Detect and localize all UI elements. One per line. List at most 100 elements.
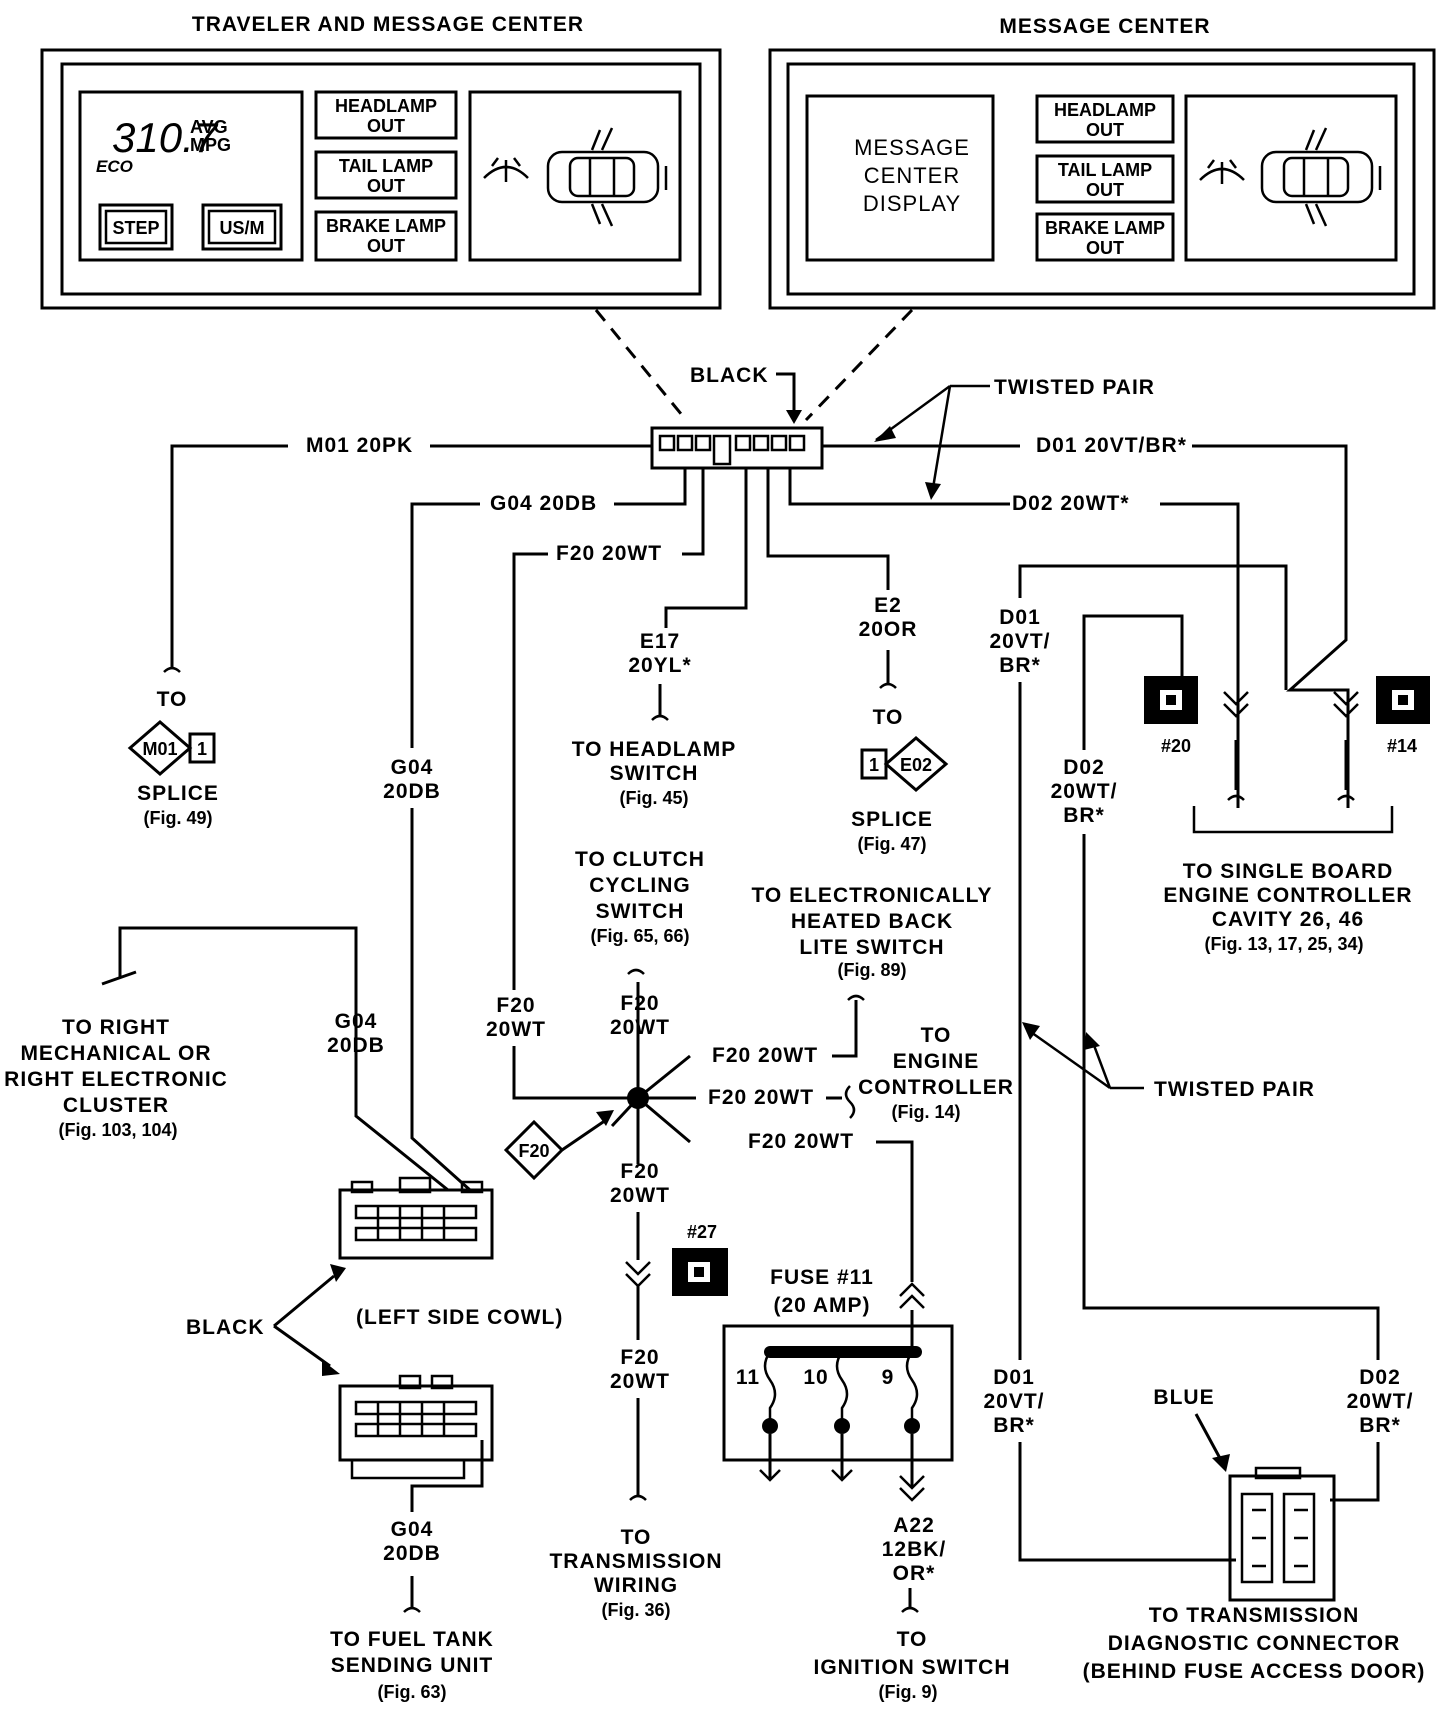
to-heated-back-lite-switch: TO ELECTRONICALLY [751,884,992,907]
svg-text:STEP: STEP [112,218,159,238]
svg-text:(Fig. 63): (Fig. 63) [377,1682,446,1702]
to-transmission-wiring: TO [621,1526,652,1549]
eco-label: ECO [96,157,133,176]
svg-text:(BEHIND FUSE ACCESS DOOR): (BEHIND FUSE ACCESS DOOR) [1083,1660,1426,1683]
svg-text:TRANSMISSION: TRANSMISSION [549,1550,722,1573]
connector-color-label: BLACK [690,364,769,387]
twisted-pair-label-lower: TWISTED PAIR [1154,1078,1315,1101]
svg-text:D02: D02 [1359,1366,1401,1389]
brakelamp-out-label-2: BRAKE LAMP [1045,218,1165,238]
headlamp-out-label-2: HEADLAMP [1054,100,1156,120]
svg-text:SWITCH: SWITCH [610,762,699,785]
svg-text:OUT: OUT [1086,238,1124,258]
svg-text:(Fig. 13, 17, 25, 34): (Fig. 13, 17, 25, 34) [1204,934,1363,954]
wire-a22-label: A22 [893,1514,935,1537]
svg-text:20WT: 20WT [610,1016,670,1039]
svg-text:E02: E02 [900,755,932,775]
svg-text:OUT: OUT [367,176,405,196]
wire-f20-label: F20 20WT [556,542,662,565]
svg-text:20DB: 20DB [383,1542,441,1565]
leader-left [594,309,688,421]
svg-text:D02: D02 [1063,756,1105,779]
message-center-panel: MESSAGE CENTER DISPLAY HEADLAMP OUT TAIL… [768,48,1436,310]
svg-text:F20: F20 [620,1346,659,1369]
svg-text:(Fig. 36): (Fig. 36) [601,1600,670,1620]
svg-text:TO: TO [873,706,904,729]
transmission-diagnostic-connector [1228,1466,1336,1602]
cavity-27-label: #27 [687,1222,717,1242]
fuse-pin-10: 10 [803,1366,828,1389]
svg-text:20DB: 20DB [383,780,441,803]
to-right-cluster: TO RIGHT [62,1016,170,1039]
svg-text:20WT/: 20WT/ [1051,780,1118,803]
to-transmission-diagnostic-connector: TO TRANSMISSION [1149,1604,1360,1627]
svg-text:RIGHT ELECTRONIC: RIGHT ELECTRONIC [4,1068,228,1091]
svg-text:G04: G04 [335,1010,378,1033]
fuse-block [722,1324,954,1462]
to-fuel-tank-sending-unit: TO FUEL TANK [330,1628,494,1651]
svg-text:BR*: BR* [1063,804,1105,827]
svg-text:D01: D01 [999,606,1041,629]
svg-text:20OR: 20OR [859,618,918,641]
svg-text:CONTROLLER: CONTROLLER [858,1076,1014,1099]
svg-text:TO: TO [157,688,188,711]
svg-text:OR*: OR* [893,1562,936,1585]
svg-text:20YL*: 20YL* [628,654,691,677]
svg-text:(Fig. 65, 66): (Fig. 65, 66) [590,926,689,946]
taillamp-out-label: TAIL LAMP [339,156,433,176]
svg-text:F20: F20 [620,1160,659,1183]
splice-label-2: SPLICE [851,808,933,831]
svg-text:20WT/: 20WT/ [1347,1390,1414,1413]
trip-display-value: 310.7 [112,114,219,161]
cluster-connector [650,426,824,470]
brakelamp-out-label: BRAKE LAMP [326,216,446,236]
svg-text:(20 AMP): (20 AMP) [773,1294,870,1317]
svg-text:MECHANICAL OR: MECHANICAL OR [20,1042,211,1065]
svg-text:DIAGNOSTIC CONNECTOR: DIAGNOSTIC CONNECTOR [1108,1632,1401,1655]
headlamp-out-label: HEADLAMP [335,96,437,116]
washer-icon [483,157,529,182]
us-m-button[interactable]: US/M [201,203,283,251]
svg-text:(Fig. 103, 104): (Fig. 103, 104) [58,1120,177,1140]
svg-text:20WT: 20WT [610,1184,670,1207]
twisted-pair-label-top: TWISTED PAIR [994,376,1155,399]
washer-icon-2 [1199,159,1245,184]
black-label: BLACK [186,1316,265,1339]
cavity-20-icon [1144,676,1198,724]
svg-text:20DB: 20DB [327,1034,385,1057]
leader-right [804,308,914,422]
svg-text:F20: F20 [620,992,659,1015]
svg-text:20VT/: 20VT/ [983,1390,1044,1413]
wire-d01-label: D01 20VT/BR* [1036,434,1187,457]
svg-text:M01: M01 [142,739,177,759]
cowl-connector-lower [338,1374,494,1480]
to-clutch-cycling-switch: TO CLUTCH [575,848,705,871]
svg-text:F20: F20 [496,994,535,1017]
sbec-label: TO SINGLE BOARD [1183,860,1394,883]
message-display-label: MESSAGE [854,135,970,160]
svg-text:BR*: BR* [999,654,1041,677]
car-top-view-icon-2 [1260,127,1382,227]
mpg-label: MPG [190,135,231,155]
svg-text:(Fig. 45): (Fig. 45) [619,788,688,808]
wire-g04-label: G04 20DB [490,492,597,515]
avg-label: AVG [190,117,228,137]
wire-e2-label: E2 [874,594,902,617]
wire-d02-label: D02 20WT* [1012,492,1130,515]
svg-text:CAVITY 26, 46: CAVITY 26, 46 [1212,908,1364,931]
left-side-cowl-label: (LEFT SIDE COWL) [356,1306,563,1329]
splice-label-1: SPLICE [137,782,219,805]
to-ignition-switch: TO [897,1628,928,1651]
traveler-message-center-panel: 310.7 AVG MPG ECO STEP US/M HEADLAMP OUT… [40,48,722,310]
svg-text:(Fig. 14): (Fig. 14) [891,1102,960,1122]
svg-text:LITE SWITCH: LITE SWITCH [799,936,944,959]
svg-text:F20: F20 [518,1141,549,1161]
step-button[interactable]: STEP [98,203,174,251]
splice-m01 [127,720,216,776]
svg-text:1: 1 [197,739,207,759]
svg-text:20VT/: 20VT/ [989,630,1050,653]
svg-text:(Fig. 89): (Fig. 89) [837,960,906,980]
to-headlamp-switch: TO HEADLAMP [572,738,737,761]
svg-text:ENGINE CONTROLLER: ENGINE CONTROLLER [1163,884,1412,907]
